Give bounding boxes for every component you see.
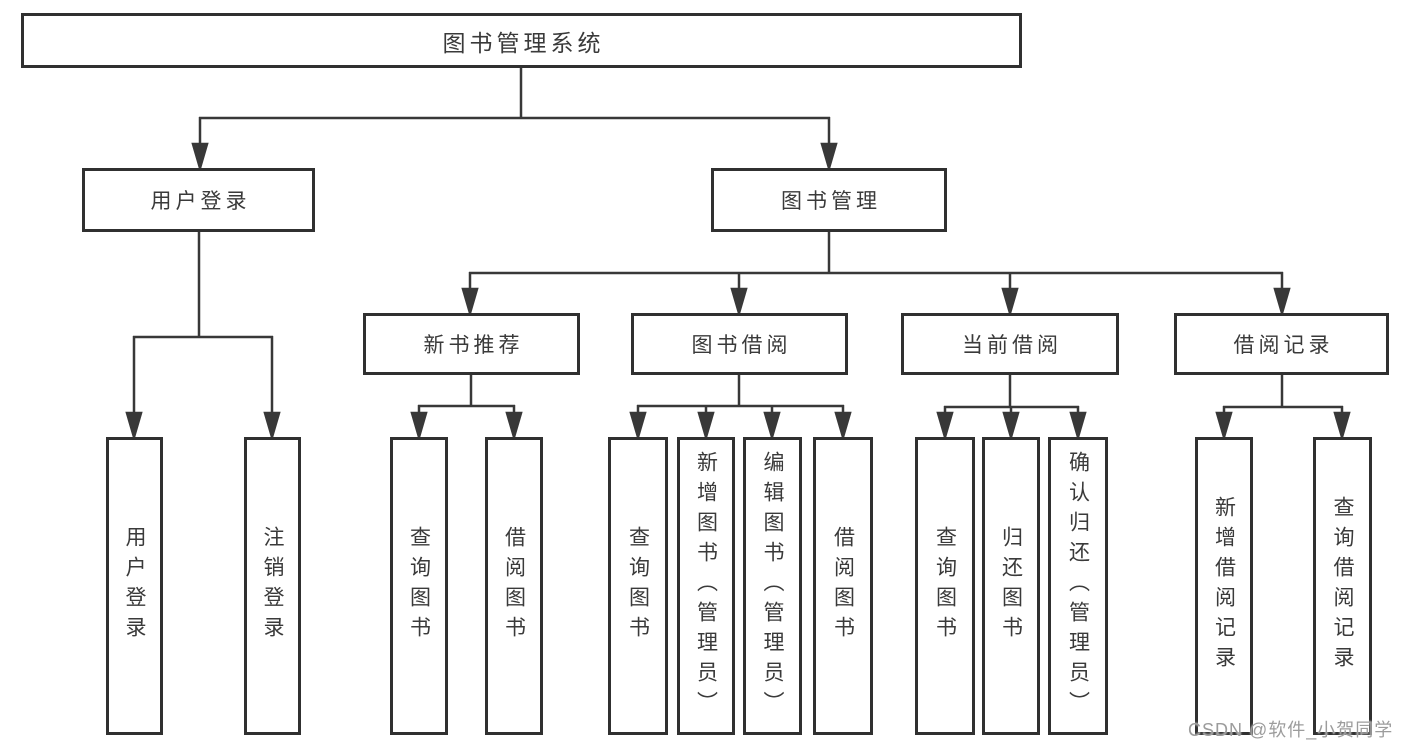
node-new-book-recommend: 新书推荐 — [363, 313, 580, 375]
leaf-borrow-books-recommend: 借阅图书 — [485, 437, 543, 735]
leaf-edit-book-admin-label: 编辑图书（管理员） — [761, 451, 784, 721]
leaf-query-books-current: 查询图书 — [915, 437, 975, 735]
node-current-borrowing: 当前借阅 — [901, 313, 1119, 375]
node-current-borrowing-label: 当前借阅 — [962, 334, 1062, 357]
leaf-add-borrow-record: 新增借阅记录 — [1195, 437, 1253, 735]
leaf-confirm-return-admin: 确认归还（管理员） — [1048, 437, 1108, 735]
leaf-query-books-borrowing: 查询图书 — [608, 437, 668, 735]
node-new-book-recommend-label: 新书推荐 — [423, 334, 524, 357]
node-library-system-label: 图书管理系统 — [442, 29, 605, 56]
leaf-add-book-admin-label: 新增图书（管理员） — [694, 451, 718, 721]
leaf-user-login: 用户登录 — [106, 437, 163, 735]
leaf-add-book-admin: 新增图书（管理员） — [677, 437, 735, 735]
leaf-user-login-label: 用户登录 — [123, 526, 146, 646]
leaf-edit-book-admin: 编辑图书（管理员） — [743, 437, 802, 735]
node-library-system: 图书管理系统 — [21, 13, 1022, 68]
leaf-add-borrow-record-label: 新增借阅记录 — [1212, 496, 1236, 676]
node-user-login-label: 用户登录 — [150, 190, 251, 213]
node-book-management: 图书管理 — [711, 168, 947, 232]
leaf-query-books-current-label: 查询图书 — [933, 526, 957, 646]
leaf-query-books-recommend: 查询图书 — [390, 437, 448, 735]
leaf-confirm-return-admin-label: 确认归还（管理员） — [1066, 451, 1090, 721]
node-book-borrowing: 图书借阅 — [631, 313, 848, 375]
leaf-query-borrow-record: 查询借阅记录 — [1313, 437, 1372, 735]
node-book-borrowing-label: 图书借阅 — [691, 334, 792, 357]
node-user-login: 用户登录 — [82, 168, 315, 232]
leaf-return-book-label: 归还图书 — [999, 526, 1023, 646]
leaf-query-books-recommend-label: 查询图书 — [407, 526, 431, 646]
leaf-logout: 注销登录 — [244, 437, 301, 735]
leaf-query-books-borrowing-label: 查询图书 — [626, 526, 650, 646]
csdn-watermark: CSDN @软件_小贺同学 — [1188, 720, 1394, 740]
leaf-borrow-books-recommend-label: 借阅图书 — [502, 526, 526, 646]
leaf-borrow-books-borrowing-label: 借阅图书 — [831, 526, 855, 646]
leaf-borrow-books-borrowing: 借阅图书 — [813, 437, 873, 735]
leaf-logout-label: 注销登录 — [261, 526, 284, 646]
node-borrow-records: 借阅记录 — [1174, 313, 1389, 375]
leaf-query-borrow-record-label: 查询借阅记录 — [1331, 496, 1354, 676]
node-borrow-records-label: 借阅记录 — [1233, 334, 1334, 357]
leaf-return-book: 归还图书 — [982, 437, 1040, 735]
node-book-management-label: 图书管理 — [781, 190, 881, 213]
